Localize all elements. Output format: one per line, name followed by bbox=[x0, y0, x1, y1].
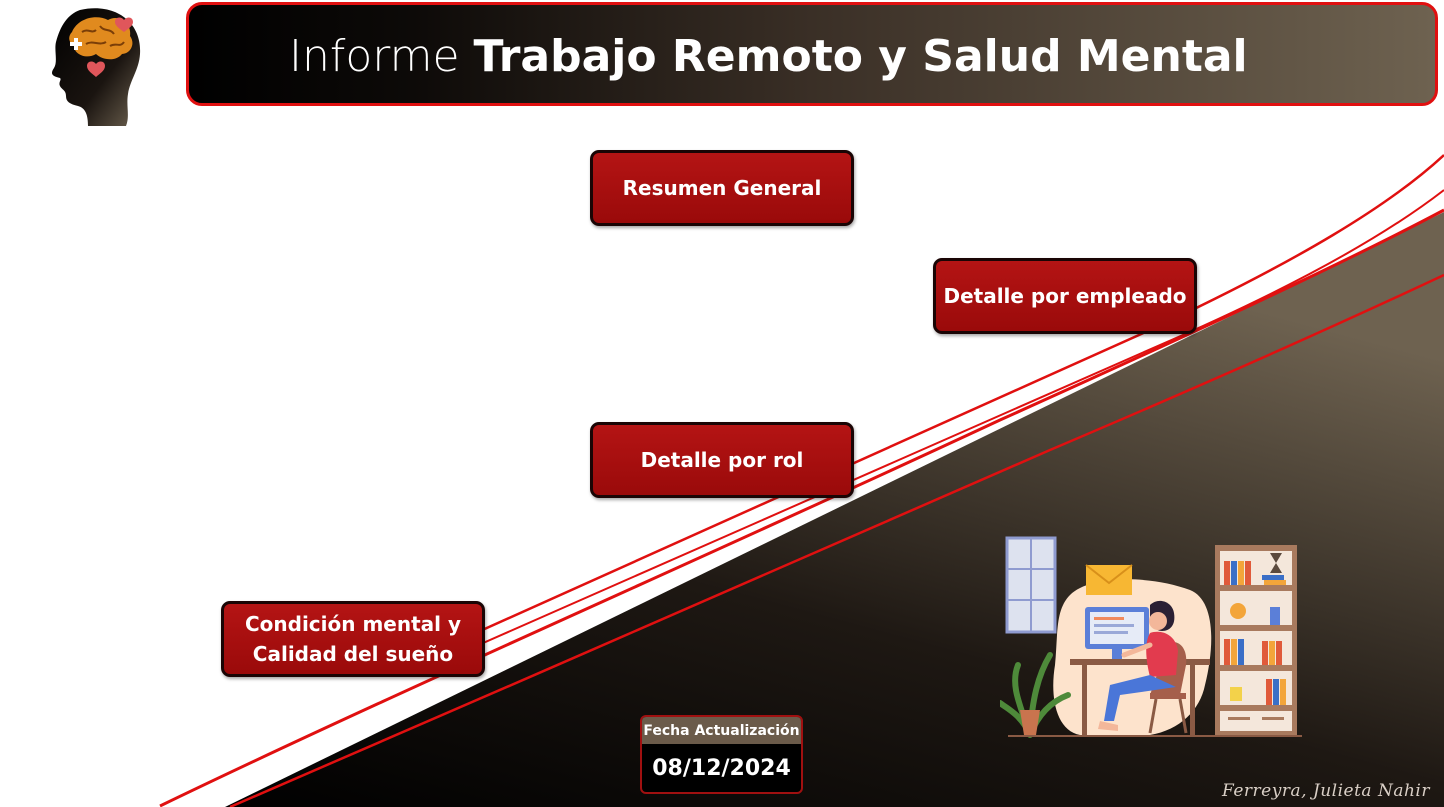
detalle-rol-button[interactable]: Detalle por rol bbox=[590, 422, 854, 498]
header-bar: Informe Trabajo Remoto y Salud Mental bbox=[186, 2, 1438, 106]
page-title-main: Trabajo Remoto y Salud Mental bbox=[473, 31, 1248, 82]
author-signature: Ferreyra, Julieta Nahir bbox=[1221, 781, 1430, 801]
remote-worker-desk-illustration bbox=[1000, 536, 1302, 738]
update-date-card: Fecha Actualización 08/12/2024 bbox=[640, 715, 803, 794]
detalle-empleado-button[interactable]: Detalle por empleado bbox=[933, 258, 1197, 334]
page-title-prefix: Informe bbox=[289, 31, 474, 82]
head-brain-heart-icon bbox=[52, 8, 141, 126]
resumen-general-button[interactable]: Resumen General bbox=[590, 150, 854, 226]
update-date-value: 08/12/2024 bbox=[652, 755, 791, 781]
page-title: Informe Trabajo Remoto y Salud Mental bbox=[289, 31, 1248, 83]
update-date-label: Fecha Actualización bbox=[642, 717, 801, 744]
condicion-mental-button[interactable]: Condición mental y Calidad del sueño bbox=[221, 601, 485, 677]
